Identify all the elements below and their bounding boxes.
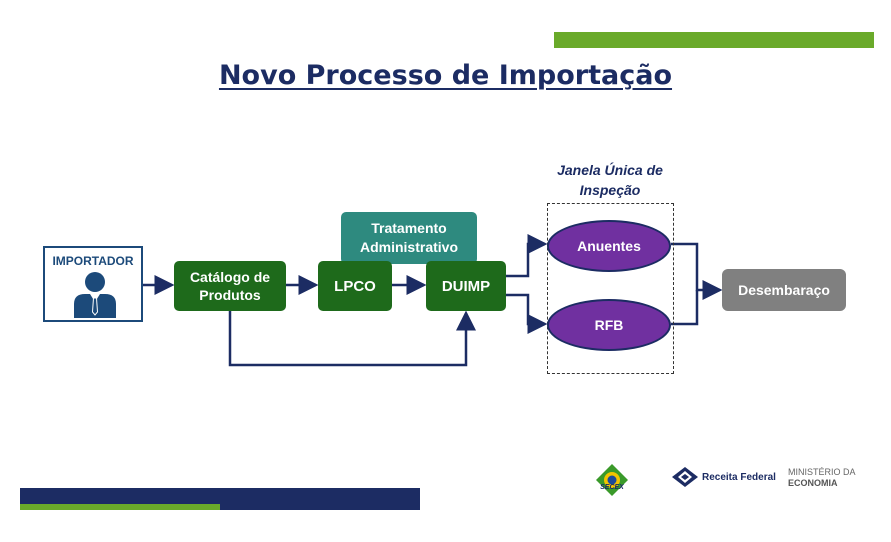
duimp-node: DUIMP: [426, 261, 506, 311]
tratamento-line2: Administrativo: [359, 239, 458, 255]
catalogo-line1: Catálogo de: [189, 269, 271, 285]
desembaraco-node: Desembaraço: [722, 269, 846, 311]
anuentes-label: Anuentes: [577, 238, 641, 254]
duimp-label: DUIMP: [441, 277, 491, 295]
importador-label: IMPORTADOR: [52, 254, 134, 268]
secex-label: SECEX: [600, 484, 624, 491]
janela-unica-dashed-box: [547, 203, 674, 374]
arrow-duimp-rfb: [506, 293, 548, 334]
page-title: Novo Processo de Importação: [0, 60, 891, 91]
catalogo-produtos-node: Catálogo de Produtos: [174, 261, 286, 311]
rfb-label: RFB: [594, 317, 624, 333]
anuentes-node: Anuentes: [547, 220, 671, 272]
lpco-label: LPCO: [334, 277, 376, 295]
janela-unica-title: Janela Única de Inspeção: [530, 160, 690, 200]
arrow-anuentes-desembaraco: [671, 242, 723, 300]
receita-federal-logo-icon: [672, 467, 698, 487]
top-accent-bar: [554, 32, 874, 48]
tratamento-line1: Tratamento: [371, 220, 447, 236]
rfb-node: RFB: [547, 299, 671, 351]
arrow-duimp-anuentes: [506, 234, 548, 278]
ministerio-line1: MINISTÉRIO DA: [788, 467, 856, 477]
lpco-node: LPCO: [318, 261, 392, 311]
secex-logo-icon: [596, 464, 628, 496]
janela-line2: Inspeção: [579, 182, 641, 198]
catalogo-line2: Produtos: [199, 287, 261, 303]
janela-line1: Janela Única de: [557, 162, 663, 178]
ministerio-line2: ECONOMIA: [788, 478, 838, 488]
importador-box: IMPORTADOR: [43, 246, 143, 322]
desembaraco-label: Desembaraço: [738, 282, 830, 298]
arrow-catalogo-duimp-bypass: [228, 310, 476, 367]
page-title-text: Novo Processo de Importação: [218, 60, 673, 91]
tratamento-administrativo-node: Tratamento Administrativo: [341, 212, 477, 264]
ministerio-economia-label: MINISTÉRIO DA ECONOMIA: [788, 467, 856, 489]
arrow-rfb-desembaraco: [671, 290, 699, 326]
businessman-icon: [74, 272, 116, 318]
bottom-green-bar: [20, 504, 220, 510]
receita-federal-label: Receita Federal: [702, 472, 776, 483]
